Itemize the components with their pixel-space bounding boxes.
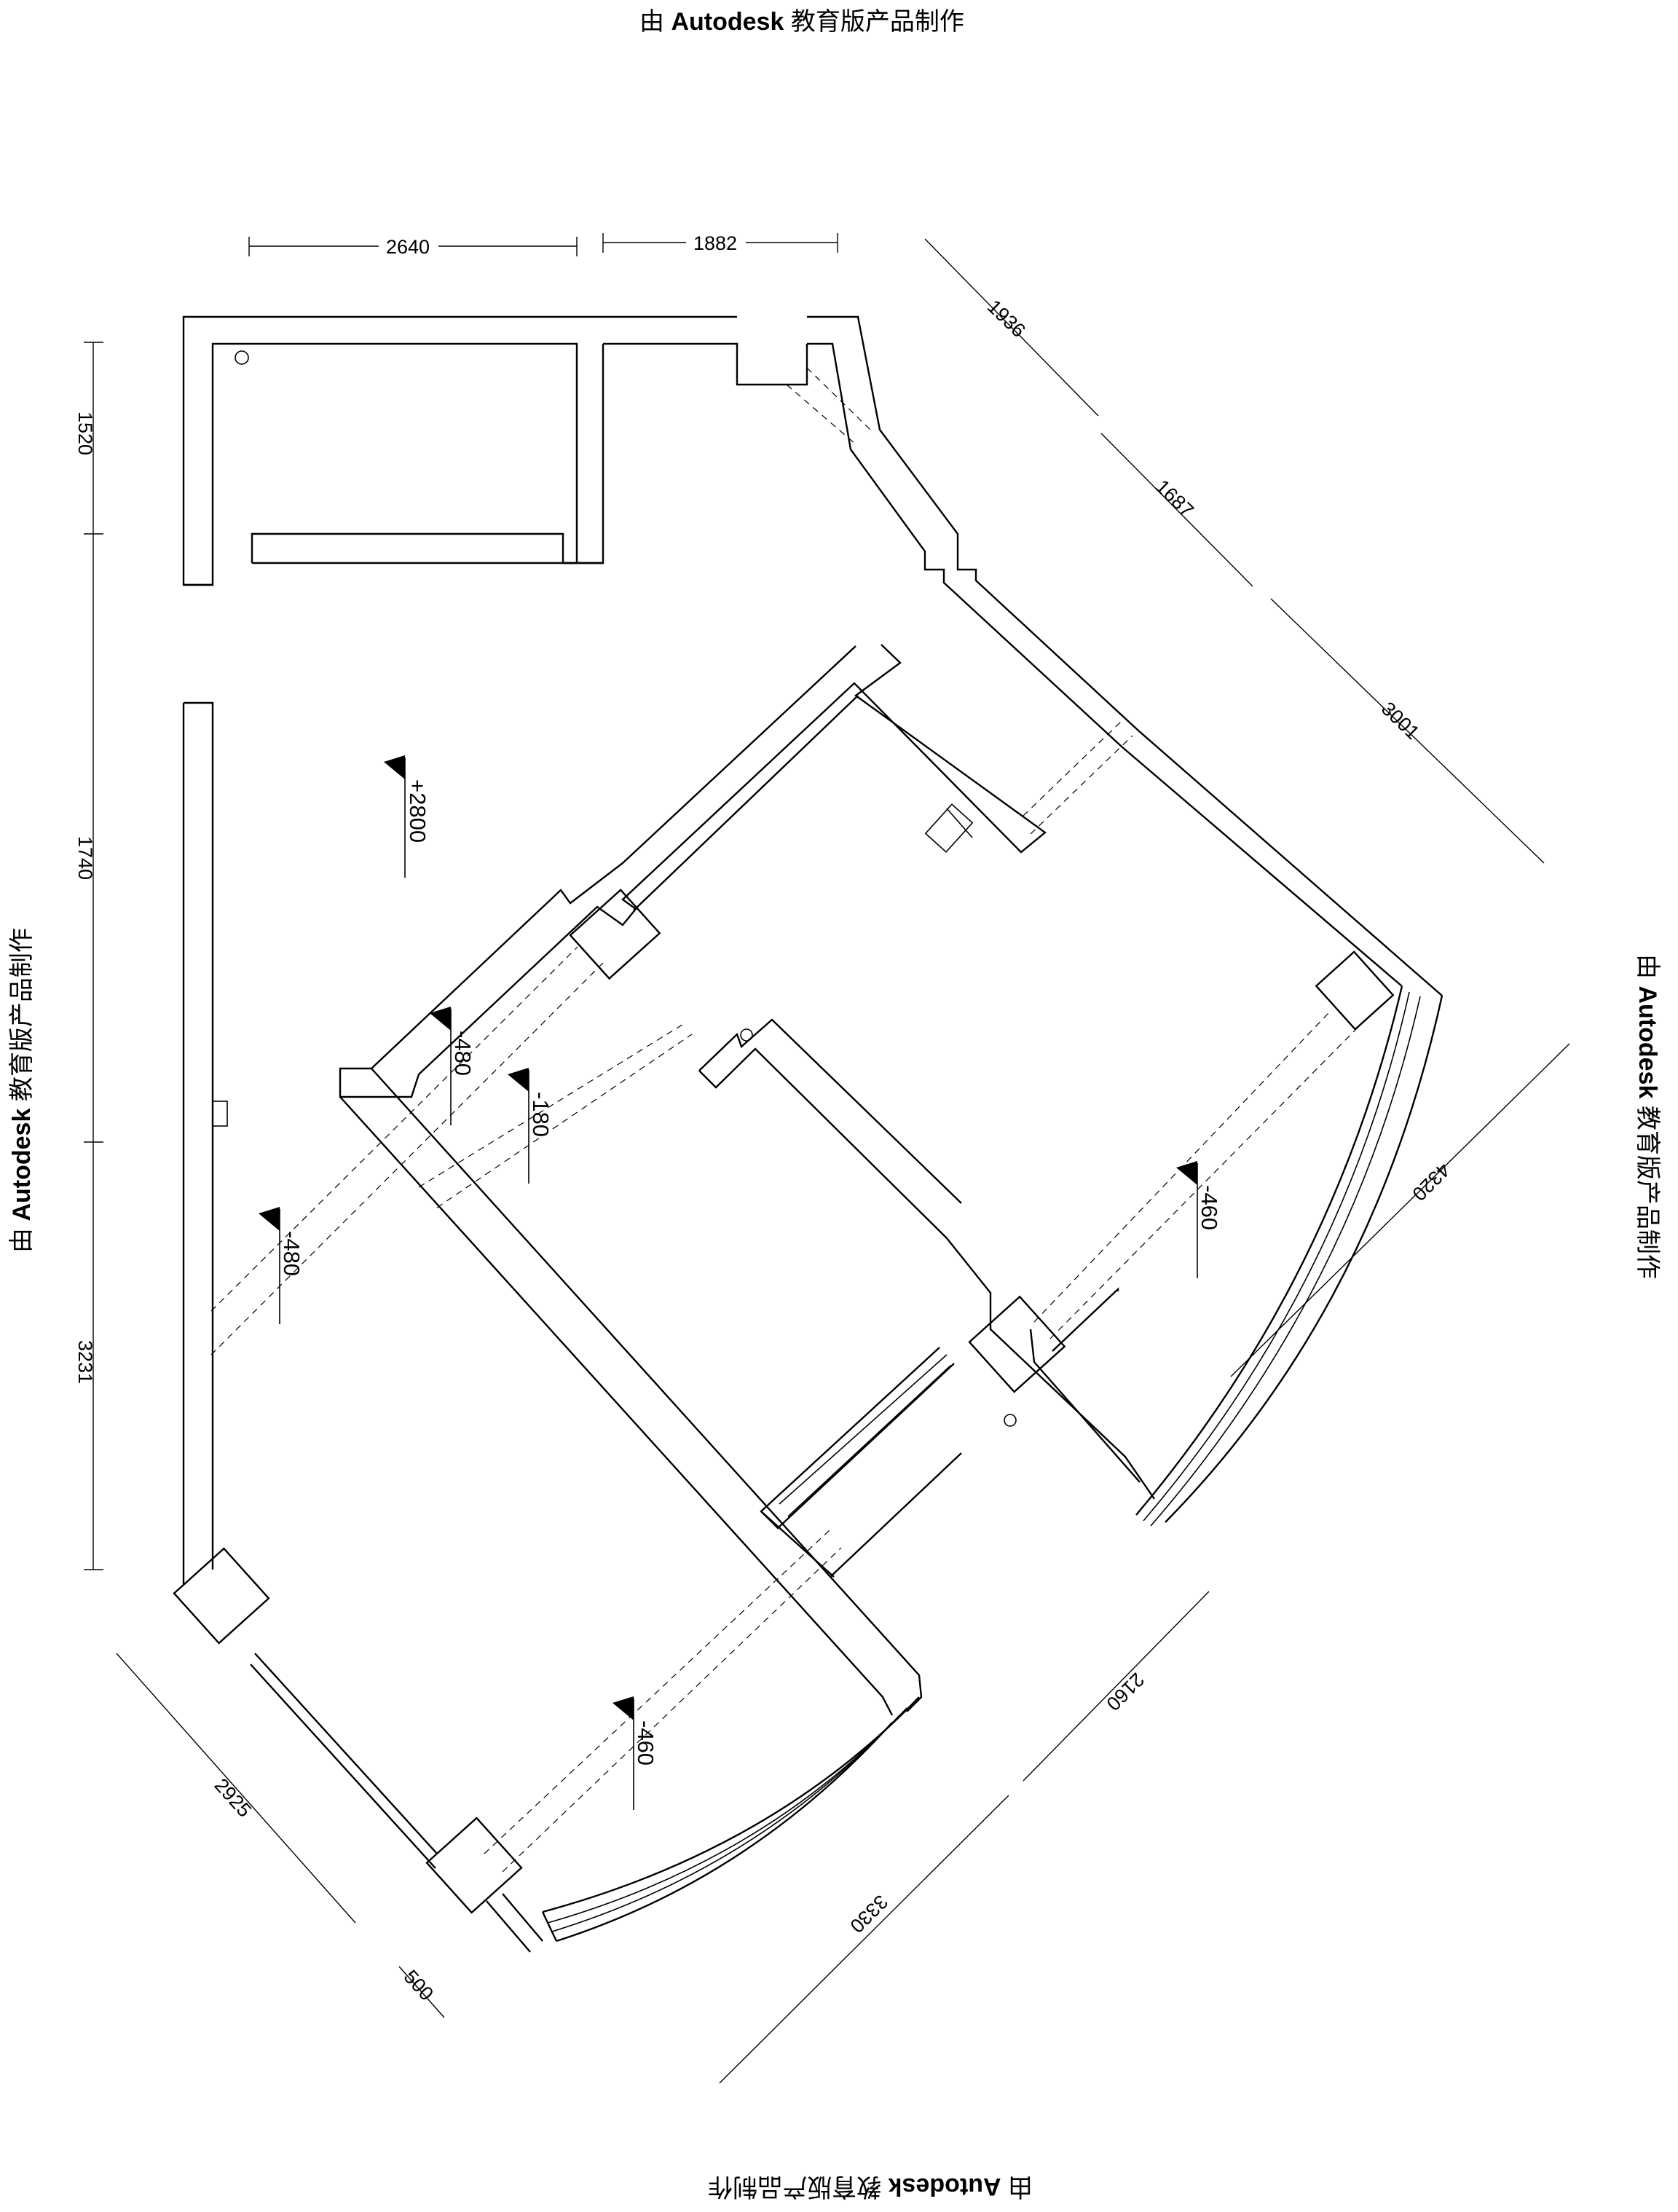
level-a-label: -480 xyxy=(450,1031,476,1076)
dim-right-1: 1936 xyxy=(983,296,1030,342)
upper-left-room-walls xyxy=(182,315,1443,996)
dim-right-2: 1687 xyxy=(1151,476,1198,521)
level-e-label: -460 xyxy=(633,1720,658,1766)
level-main-label: +2800 xyxy=(405,779,430,843)
left-exterior-wall xyxy=(182,701,228,1584)
level-flag-icon xyxy=(430,1007,451,1031)
windows xyxy=(250,985,1443,1953)
dim-left-2: 1740 xyxy=(74,836,96,880)
columns xyxy=(173,889,1395,1914)
level-marker-c: -480 xyxy=(259,1207,304,1324)
beam-lines xyxy=(210,720,1359,1873)
central-room-walls xyxy=(339,644,1047,1098)
dim-bottom-1: 2925 xyxy=(210,1774,256,1822)
level-marker-main: +2800 xyxy=(384,755,430,878)
diagonal-walls xyxy=(339,1018,1155,1716)
dim-bottom-2: 500 xyxy=(400,1966,438,2005)
level-marker-d: -460 xyxy=(1176,1161,1222,1278)
level-marker-b: -180 xyxy=(508,1068,554,1184)
watermark-suffix: 教育版产品制作 xyxy=(790,8,964,36)
level-flag-icon xyxy=(384,755,405,779)
watermark-brand: Autodesk xyxy=(671,8,784,36)
dim-right-4: 4320 xyxy=(1408,1159,1454,1205)
dim-left-1: 1520 xyxy=(74,412,96,455)
dim-right-3: 3001 xyxy=(1377,698,1424,744)
level-flag-icon xyxy=(612,1696,634,1720)
dim-top-2: 1882 xyxy=(693,232,737,254)
dim-left-3: 3231 xyxy=(74,1340,96,1384)
dimension-labels: 2640 1882 1520 1740 3231 1936 1687 3001 … xyxy=(74,232,1454,2005)
level-flag-icon xyxy=(259,1207,280,1231)
level-marker-e: -460 xyxy=(612,1696,658,1810)
level-flag-icon xyxy=(1176,1161,1197,1185)
watermark-top: 由 Autodesk 教育版产品制作 xyxy=(639,1,964,37)
dimension-lines xyxy=(84,233,1570,2084)
level-c-label: -480 xyxy=(279,1231,304,1276)
dim-right-5: 2160 xyxy=(1102,1669,1149,1715)
watermark-prefix: 由 xyxy=(639,8,664,36)
level-flag-icon xyxy=(508,1068,529,1092)
dim-top-1: 2640 xyxy=(386,236,430,258)
dim-right-6: 3330 xyxy=(846,1891,892,1937)
level-marker-a: -480 xyxy=(430,1007,476,1125)
level-d-label: -460 xyxy=(1197,1185,1222,1230)
level-b-label: -180 xyxy=(528,1092,554,1137)
